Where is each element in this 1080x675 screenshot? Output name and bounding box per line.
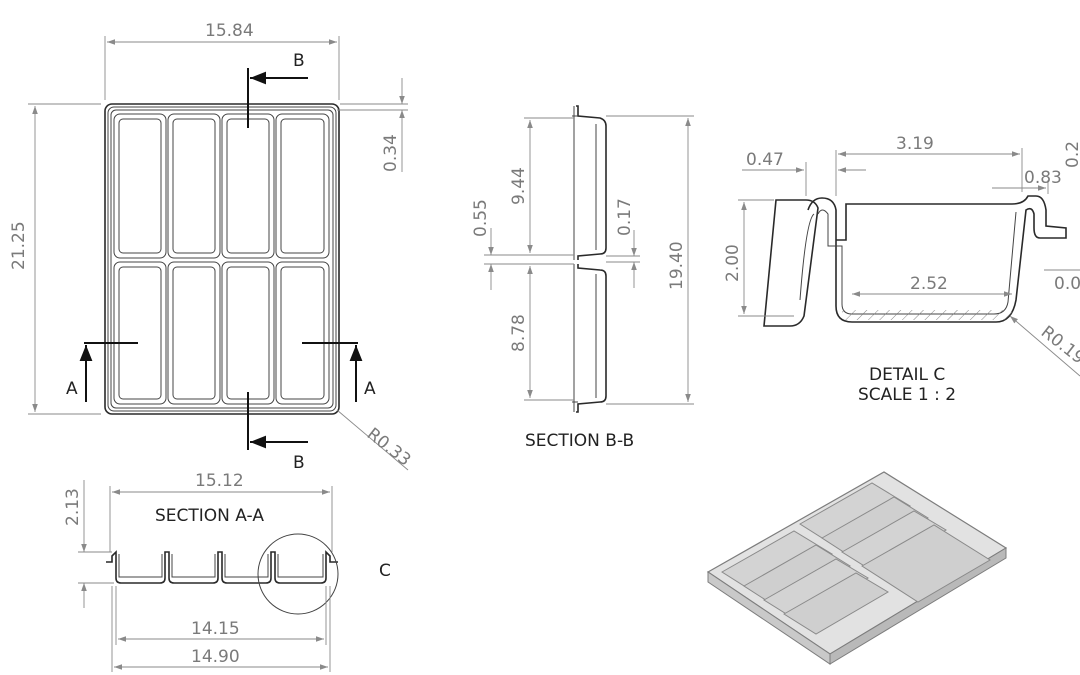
section-a-left-label: A [66, 379, 78, 399]
top-view: B B A A 15.84 21.25 [9, 21, 414, 473]
section-b-bottom-label: B [293, 453, 305, 473]
section-a-right-label: A [364, 379, 376, 399]
detail-c-width: 3.19 [896, 134, 934, 154]
section-aa-top-width: 15.12 [195, 471, 244, 491]
section-bb-lower: 8.78 [509, 314, 529, 352]
section-aa-title: SECTION A-A [155, 506, 264, 526]
section-bb-gap: 0.55 [471, 199, 491, 237]
detail-c-flange: 0.83 [1024, 168, 1062, 188]
detail-c-lip: 0.47 [746, 150, 784, 170]
detail-c-circle [257, 533, 339, 615]
detail-c-profile [763, 195, 1067, 327]
section-bb-dimensions: 9.44 8.78 0.55 0.17 19.40 [471, 115, 694, 405]
section-bb-profile [572, 105, 607, 413]
section-aa-profile [106, 550, 338, 584]
section-b-top-label: B [293, 51, 305, 71]
section-aa-height: 2.13 [63, 488, 83, 526]
detail-c-depth: 2.00 [723, 244, 743, 282]
section-aa-dimensions: 15.12 2.13 14.15 14.90 [63, 471, 333, 672]
detail-c-marker: C [379, 561, 391, 581]
top-width-dim: 15.84 [205, 21, 254, 41]
section-line-b: B B [247, 51, 308, 473]
section-bb-view: SECTION B-B 9.44 8.78 0.55 0.17 19.40 [471, 105, 694, 451]
section-bb-upper: 9.44 [509, 167, 529, 205]
isometric-view [706, 471, 1008, 665]
detail-c-dimensions: 0.47 3.19 0.83 0.2 0.0 2.00 2.52 R0.19 [723, 134, 1080, 377]
section-aa-outer-width: 14.90 [191, 647, 240, 667]
section-line-a: A A [66, 342, 376, 402]
section-bb-title: SECTION B-B [525, 431, 634, 451]
top-view-dimensions: 15.84 21.25 0.34 R0.33 [9, 21, 414, 471]
detail-c-view: DETAIL C SCALE 1 : 2 0.47 3.19 0.83 0.2 … [723, 134, 1080, 405]
section-aa-view: SECTION A-A C 15.12 2.13 14.15 14.90 [63, 471, 391, 672]
detail-c-cut-mid: 0.0 [1054, 274, 1080, 294]
section-aa-inner-width: 14.15 [191, 619, 240, 639]
detail-c-cut-top: 0.2 [1063, 141, 1080, 168]
corner-radius-dim: R0.33 [363, 424, 414, 470]
detail-c-floor: 2.52 [910, 274, 948, 294]
isometric-compartments [721, 482, 991, 635]
flange-dim: 0.34 [381, 134, 401, 172]
detail-c-title: DETAIL C [869, 365, 945, 385]
detail-c-scale: SCALE 1 : 2 [858, 385, 956, 405]
compartments-lower [113, 261, 330, 405]
top-height-dim: 21.25 [9, 221, 29, 270]
section-bb-total: 19.40 [667, 241, 687, 290]
detail-c-radius: R0.19 [1037, 322, 1080, 368]
section-bb-wall: 0.17 [615, 198, 635, 236]
compartments-upper [113, 113, 330, 259]
